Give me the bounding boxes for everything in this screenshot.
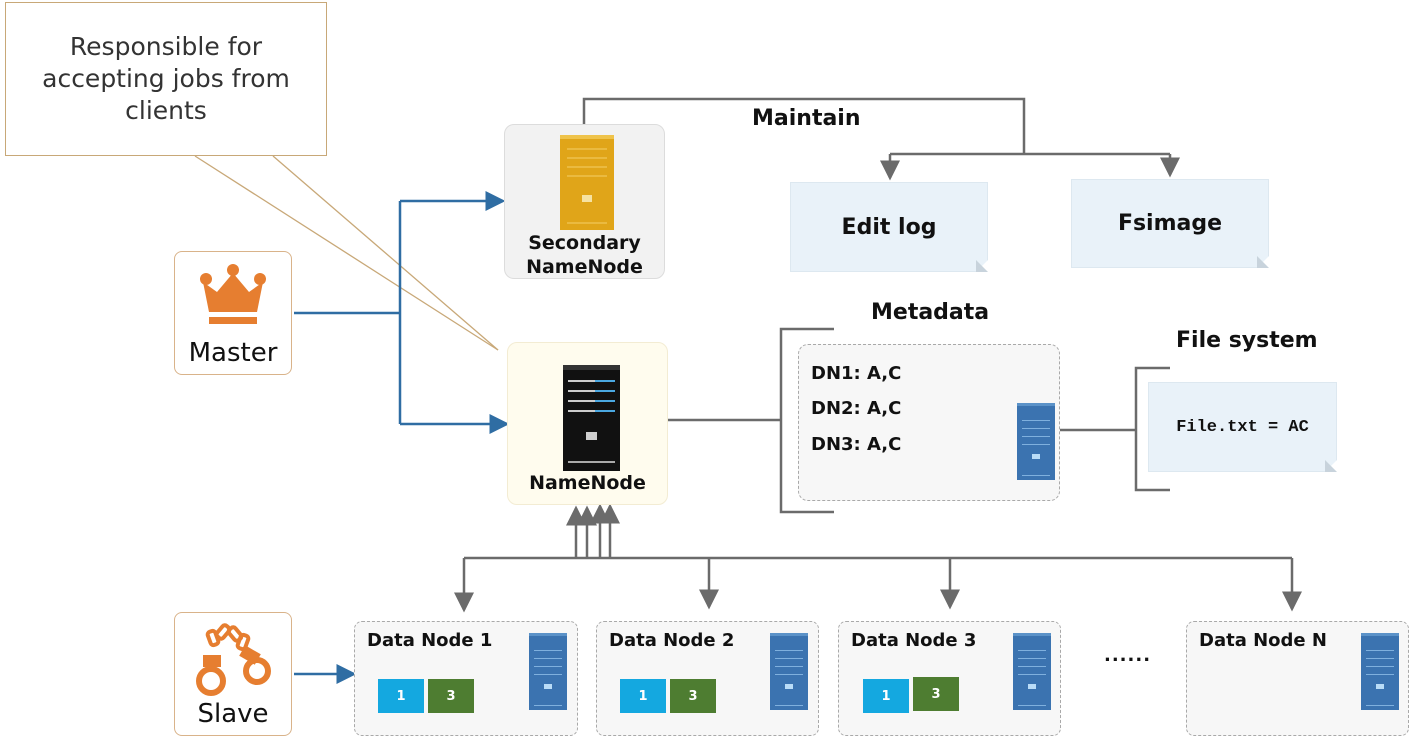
block-1: 1 (863, 679, 909, 713)
page-fold-shade (1325, 460, 1337, 472)
server-blue-icon (1013, 633, 1051, 710)
block-1: 1 (620, 679, 666, 713)
edit-log-doc[interactable]: Edit log (790, 182, 988, 272)
secondary-namenode-card[interactable]: Secondary NameNode (504, 124, 665, 279)
server-gold-icon (560, 135, 614, 230)
block-3: 3 (428, 679, 474, 713)
fsimage-doc[interactable]: Fsimage (1071, 179, 1269, 268)
page-fold-shade (1257, 256, 1269, 268)
server-black-icon (563, 365, 620, 471)
slave-role: Slave (174, 612, 292, 736)
data-node-title: Data Node 1 (367, 630, 493, 651)
server-blue-icon (1361, 633, 1399, 710)
data-node-3[interactable]: Data Node 3 1 3 (838, 621, 1061, 736)
server-blue-icon (529, 633, 567, 710)
slave-label: Slave (197, 699, 269, 729)
edit-log-label: Edit log (841, 214, 937, 240)
namenode-label: NameNode (529, 472, 646, 494)
data-node-n[interactable]: Data Node N (1186, 621, 1409, 736)
data-node-title: Data Node 3 (851, 630, 977, 651)
data-node-title: Data Node 2 (609, 630, 735, 651)
block-3: 3 (670, 679, 716, 713)
server-blue-icon (770, 633, 808, 710)
metadata-line: DN1: A,C (811, 363, 902, 384)
callout-text: Responsible for accepting jobs from clie… (42, 32, 290, 125)
handcuffs-icon (196, 623, 271, 696)
metadata-box: DN1: A,C DN2: A,C DN3: A,C (798, 344, 1060, 501)
namenode-card[interactable]: NameNode (507, 342, 668, 505)
secondary-namenode-label-2: NameNode (526, 256, 643, 278)
file-system-entry: File.txt = AC (1176, 417, 1309, 437)
secondary-namenode-label-1: Secondary (528, 232, 641, 254)
metadata-line: DN3: A,C (811, 434, 902, 455)
metadata-line: DN2: A,C (811, 398, 902, 419)
master-links (294, 191, 510, 434)
maintain-heading: Maintain (752, 106, 861, 131)
data-node-1[interactable]: Data Node 1 1 3 (354, 621, 578, 736)
page-fold-shade (976, 260, 988, 272)
callout-note: Responsible for accepting jobs from clie… (5, 2, 327, 156)
data-node-title: Data Node N (1199, 630, 1327, 651)
file-system-doc[interactable]: File.txt = AC (1148, 382, 1337, 472)
block-3: 3 (913, 677, 959, 711)
data-node-2[interactable]: Data Node 2 1 3 (596, 621, 819, 736)
master-role: Master (174, 251, 292, 375)
datanode-links (454, 503, 1302, 613)
file-system-heading: File system (1176, 328, 1318, 353)
fsimage-label: Fsimage (1117, 211, 1223, 236)
block-1: 1 (378, 679, 424, 713)
maintain-links (582, 97, 1180, 181)
metadata-heading: Metadata (871, 300, 990, 325)
server-blue-icon (1017, 403, 1055, 480)
crown-icon (200, 264, 266, 324)
more-nodes-ellipsis: ...... (1104, 645, 1152, 666)
master-label: Master (188, 338, 278, 368)
